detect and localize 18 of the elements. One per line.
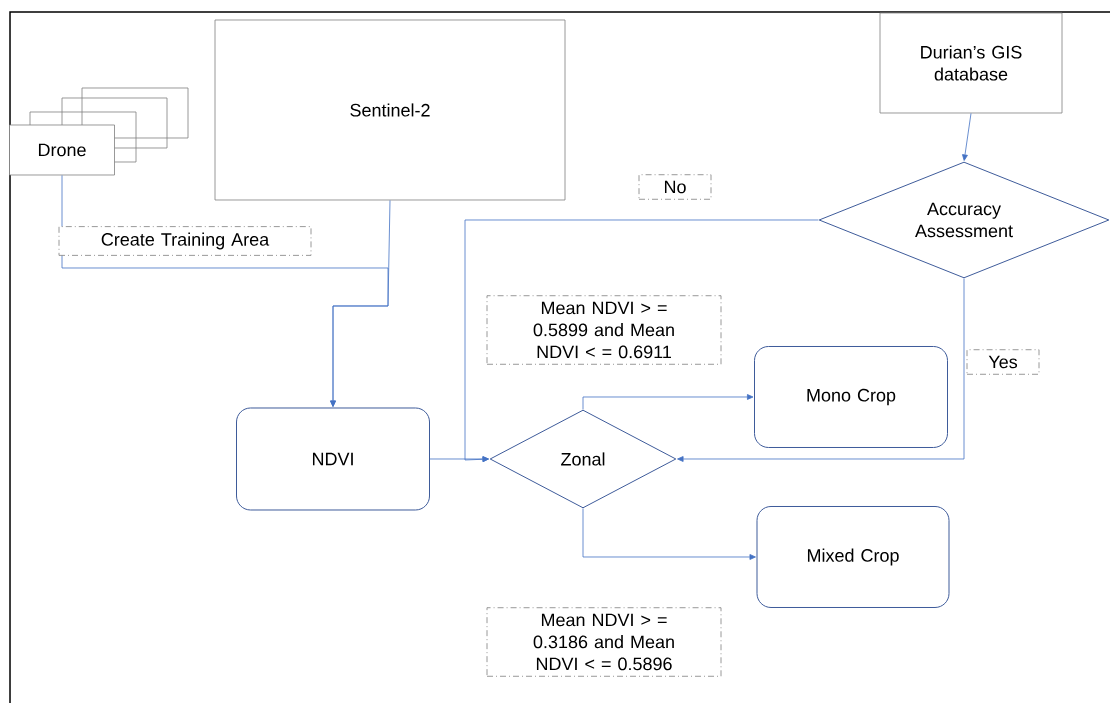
- edge-label: Yes: [966, 349, 1040, 375]
- edge-label: Mean NDVI > = 0.5899 and Mean NDVI < = 0.6911: [486, 295, 722, 365]
- edge-label: Mean NDVI > = 0.3186 and Mean NDVI < = 0.5896: [486, 607, 722, 677]
- arrow: [677, 278, 965, 462]
- arrow: [582, 508, 756, 560]
- result-box: Mixed Crop: [756, 506, 950, 608]
- arrow: [582, 394, 754, 410]
- result-box: Mono Crop: [754, 346, 948, 448]
- arrow: [464, 219, 819, 463]
- arrow: [429, 456, 489, 462]
- database-box: Durian’s GIS database: [879, 12, 1063, 114]
- source-box: Sentinel-2: [214, 19, 566, 201]
- image-stack-box: Drone: [9, 87, 189, 176]
- edge-label: Create Training Area: [58, 226, 312, 256]
- process-box: NDVI: [236, 407, 430, 511]
- edge-label: No: [638, 174, 712, 200]
- arrow: [330, 200, 391, 407]
- arrow: [962, 113, 972, 161]
